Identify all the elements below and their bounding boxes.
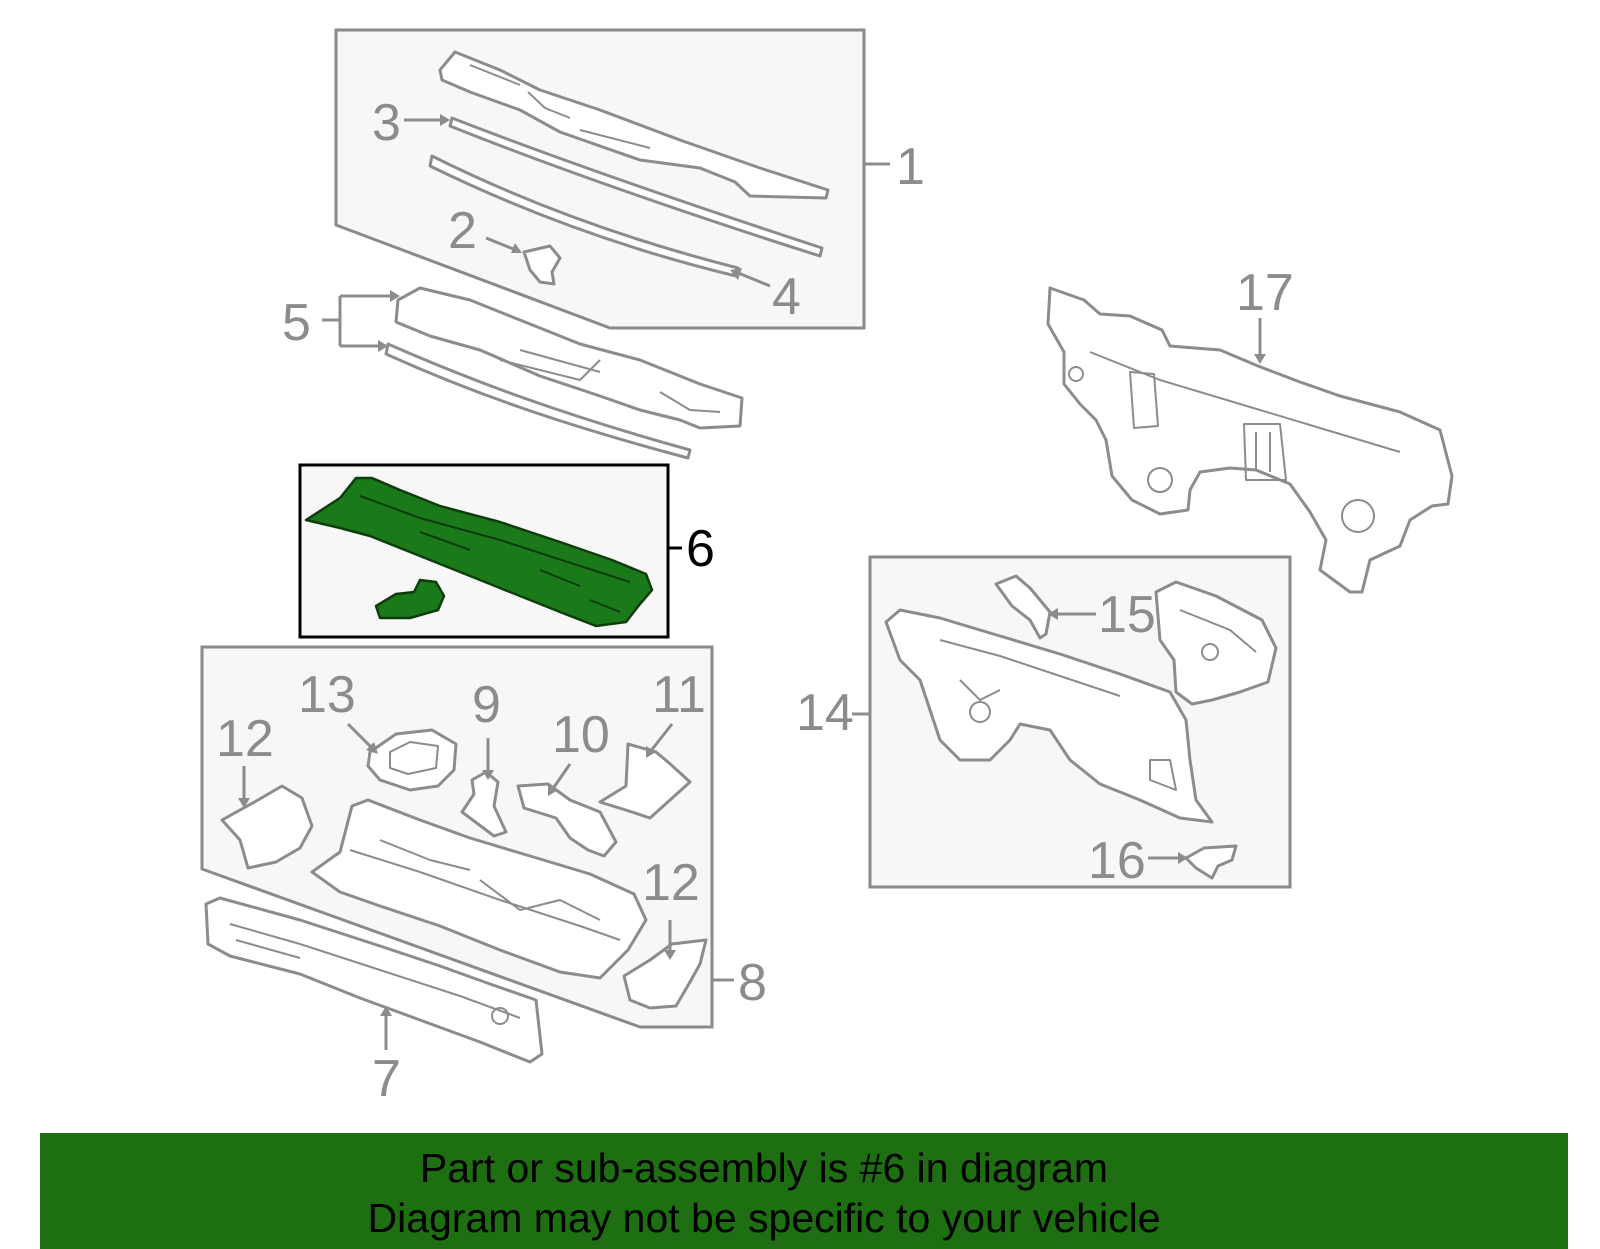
leader-11 [648, 723, 674, 753]
part-plug-13[interactable] [366, 728, 458, 792]
part-bracket-15[interactable] [994, 574, 1052, 640]
arrowhead-10 [548, 784, 558, 796]
label-15[interactable]: 15 [1098, 586, 1156, 644]
part-cowl-top-panel[interactable] [438, 50, 830, 200]
part-clip-2[interactable] [522, 244, 562, 286]
part-dash-panel-8[interactable] [310, 798, 648, 980]
label-11[interactable]: 11 [652, 666, 706, 724]
arrowhead-3 [440, 114, 450, 126]
part-bracket-10[interactable] [516, 782, 618, 858]
part-seal-3[interactable] [448, 116, 824, 258]
part-bracket-6[interactable] [374, 578, 446, 620]
part-seal-5[interactable] [384, 342, 692, 460]
leader-4 [735, 270, 771, 288]
label-3[interactable]: 3 [372, 94, 401, 152]
part-bracket-11[interactable] [598, 742, 692, 820]
label-5[interactable]: 5 [282, 294, 311, 352]
label-13[interactable]: 13 [298, 666, 356, 724]
label-12-right[interactable]: 12 [642, 854, 700, 912]
banner-line-1: Part or sub-assembly is #6 in diagram [419, 1145, 1109, 1191]
arrowhead-17 [1254, 354, 1266, 364]
part-panel-15[interactable] [1154, 580, 1278, 706]
arrowhead-15 [1048, 608, 1058, 620]
label-7[interactable]: 7 [372, 1050, 401, 1108]
label-12-left[interactable]: 12 [216, 710, 274, 768]
part-reinforcement-7[interactable] [204, 896, 544, 1064]
arrowhead-7 [380, 1006, 392, 1016]
label-16[interactable]: 16 [1088, 832, 1146, 890]
arrowhead-12a [238, 798, 250, 808]
info-banner: Part or sub-assembly is #6 in diagram Di… [40, 1133, 1568, 1249]
label-2[interactable]: 2 [448, 202, 477, 260]
part-dash-panel-17[interactable] [1046, 286, 1454, 594]
part-dash-insulator-14[interactable] [884, 608, 1214, 824]
arrowhead-2 [511, 243, 522, 253]
part-bracket-12-left[interactable] [220, 784, 314, 870]
label-1[interactable]: 1 [896, 138, 925, 196]
arrowhead-4 [730, 268, 742, 280]
label-8[interactable]: 8 [738, 954, 767, 1012]
arrowhead-9 [482, 770, 494, 780]
arrowhead-11 [646, 746, 656, 758]
arrowhead-13 [366, 742, 378, 754]
label-6[interactable]: 6 [686, 520, 715, 578]
label-17[interactable]: 17 [1236, 264, 1294, 322]
label-10[interactable]: 10 [552, 706, 610, 764]
part-bracket-9[interactable] [460, 770, 508, 838]
part-cowl-panel-6[interactable] [304, 476, 654, 628]
part-cowl-vent-5[interactable] [394, 286, 744, 430]
arrowhead-5a [390, 290, 400, 302]
label-14[interactable]: 14 [796, 684, 854, 742]
part-bracket-16[interactable] [1184, 844, 1238, 880]
part-bracket-12-right[interactable] [622, 938, 708, 1010]
arrowhead-16 [1178, 852, 1188, 864]
label-9[interactable]: 9 [472, 676, 501, 734]
arrowhead-12b [664, 950, 676, 960]
leader-10 [550, 763, 572, 791]
banner-line-2: Diagram may not be specific to your vehi… [367, 1195, 1161, 1241]
leader-2 [485, 236, 517, 252]
leader-13 [346, 722, 374, 750]
arrowhead-5b [378, 340, 388, 352]
label-4[interactable]: 4 [772, 268, 801, 326]
